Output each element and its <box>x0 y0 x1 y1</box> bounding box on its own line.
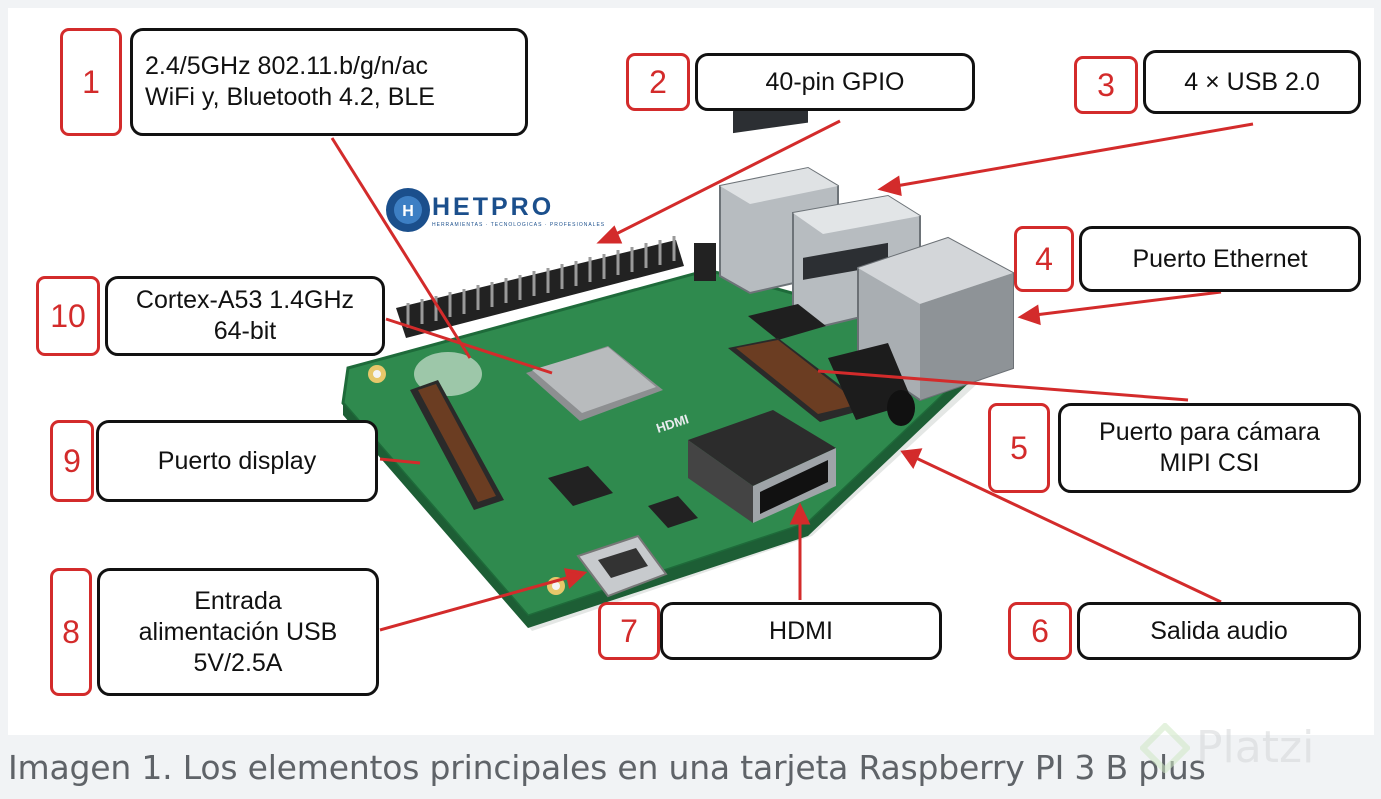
callout-line: MIPI CSI <box>1159 449 1260 477</box>
callout-number-5: 5 <box>988 403 1050 493</box>
logo-tagline: HERRAMIENTAS · TECNOLOGICAS · PROFESIONA… <box>432 221 606 228</box>
callout-label-hdmi: HDMI <box>660 602 942 660</box>
camera-connector <box>728 338 870 422</box>
watermark-text: Platzi <box>1196 722 1315 773</box>
callout-number-8: 8 <box>50 568 92 696</box>
hetpro-logo: H HETPRO HERRAMIENTAS · TECNOLOGICAS · P… <box>384 186 605 234</box>
callout-line: Salida audio <box>1150 616 1288 645</box>
callout-number-4: 4 <box>1014 226 1074 292</box>
callout-line: Puerto display <box>157 446 317 475</box>
callout-number-2: 2 <box>626 53 690 111</box>
callout-label-camera: Puerto para cámara MIPI CSI <box>1058 403 1361 493</box>
callout-number-3: 3 <box>1074 56 1138 114</box>
hdmi-port: HDMI <box>654 410 836 523</box>
raspberry-pi-board-illustration: HDMI <box>330 100 1254 632</box>
ethernet-jack <box>857 236 1014 402</box>
callout-number-7: 7 <box>598 602 660 660</box>
callout-leader-lines <box>330 119 1254 632</box>
callout-label-gpio: 40-pin GPIO <box>695 53 975 111</box>
micro-usb-port <box>576 534 668 598</box>
platzi-logo-icon <box>1140 722 1190 773</box>
callout-line: Puerto para cámara <box>1099 418 1320 446</box>
display-connector <box>410 380 504 510</box>
logo-wordmark: HETPRO <box>432 192 555 221</box>
gpio-header <box>396 236 684 338</box>
callout-line: Puerto Ethernet <box>1132 244 1308 273</box>
callout-label-usb: 4 × USB 2.0 <box>1143 50 1361 114</box>
cortex-a53-soc <box>526 346 663 421</box>
callout-label-ethernet: Puerto Ethernet <box>1079 226 1361 292</box>
gear-icon: H <box>386 188 430 232</box>
callout-line: 40-pin GPIO <box>765 67 905 96</box>
callout-number-1: 1 <box>60 28 122 136</box>
callout-line: 2.4/5GHz 802.11.b/g/n/ac <box>145 52 429 80</box>
platzi-watermark: Platzi <box>1140 722 1314 773</box>
audio-jack <box>828 343 915 426</box>
callout-line: Entrada <box>194 586 282 615</box>
callout-line: alimentación USB <box>138 617 338 646</box>
callout-label-display: Puerto display <box>96 420 378 502</box>
callout-number-10: 10 <box>36 276 100 356</box>
callout-line: 64-bit <box>213 317 277 345</box>
callout-label-power-usb: Entrada alimentación USB 5V/2.5A <box>97 568 379 696</box>
callout-line: WiFi y, Bluetooth 4.2, BLE <box>145 83 435 111</box>
callout-label-wifi-bluetooth: 2.4/5GHz 802.11.b/g/n/ac WiFi y, Bluetoo… <box>130 28 528 136</box>
callout-number-6: 6 <box>1008 602 1072 660</box>
callout-line: 4 × USB 2.0 <box>1184 67 1320 96</box>
callout-label-cpu: Cortex-A53 1.4GHz 64-bit <box>105 276 385 356</box>
callout-line: Cortex-A53 1.4GHz <box>135 286 355 314</box>
callout-number-9: 9 <box>50 420 94 502</box>
figure-caption: Imagen 1. Los elementos principales en u… <box>8 748 1206 787</box>
callout-label-audio: Salida audio <box>1077 602 1361 660</box>
svg-text:H: H <box>402 203 414 220</box>
callout-line: 5V/2.5A <box>193 648 283 677</box>
diagram-figure: HDMI H HETPRO <box>8 8 1374 735</box>
callout-line: HDMI <box>769 616 833 645</box>
